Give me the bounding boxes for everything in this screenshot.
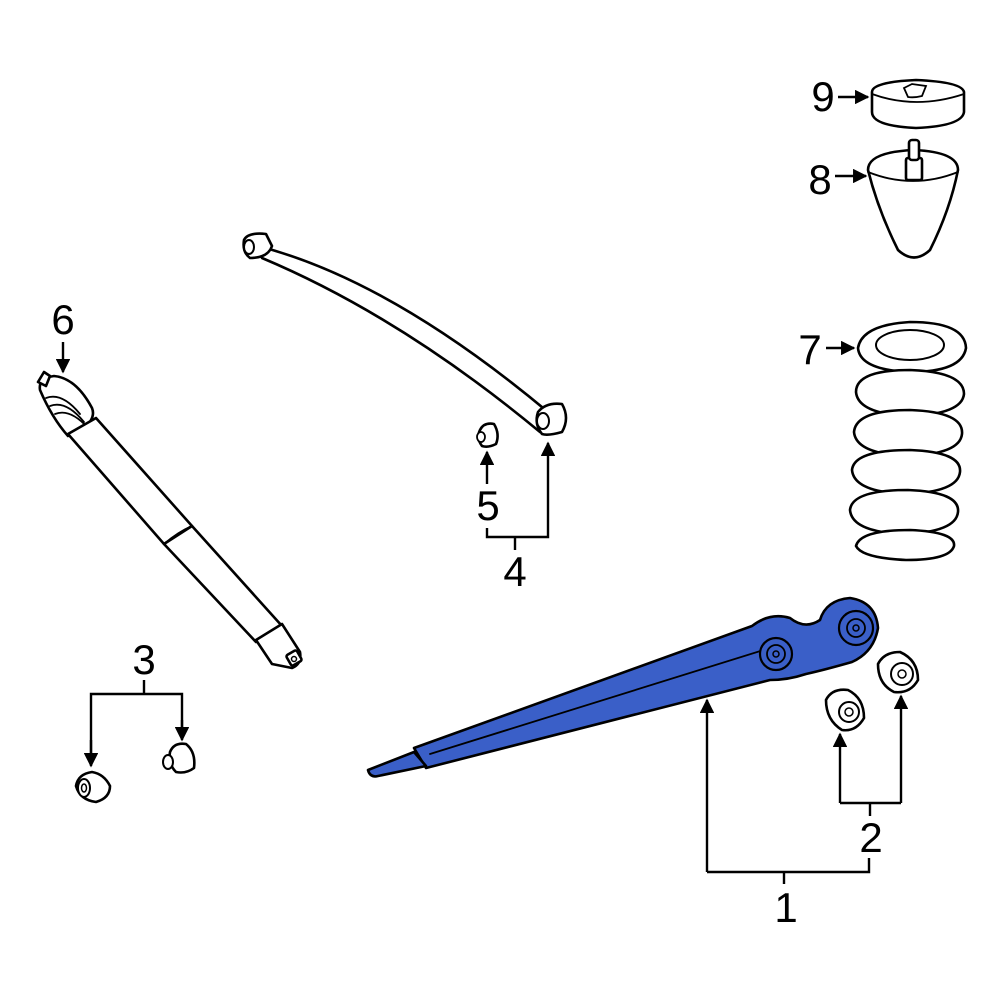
shock-bushing-right-part[interactable] [162, 742, 196, 774]
bump-stop-part[interactable] [866, 138, 960, 259]
callout-1[interactable]: 1 [774, 884, 798, 931]
upper-arm-bushing-part[interactable] [476, 422, 499, 448]
callout-2[interactable]: 2 [859, 814, 883, 861]
callout-7[interactable]: 7 [798, 326, 822, 373]
shock-absorber-part[interactable] [36, 370, 303, 670]
callout-3[interactable]: 3 [132, 636, 156, 683]
callout-9[interactable]: 9 [811, 73, 835, 120]
shock-bushing-left-part[interactable] [74, 770, 112, 804]
control-arm-bushing-left-part[interactable] [824, 688, 866, 732]
callout-6[interactable]: 6 [51, 296, 75, 343]
coil-spring-part[interactable] [848, 320, 968, 562]
upper-control-arm-part[interactable] [242, 232, 568, 436]
lower-control-arm-part[interactable] [366, 596, 880, 778]
leader-3-bracket [89, 692, 184, 758]
callout-4[interactable]: 4 [503, 548, 527, 595]
callout-5[interactable]: 5 [476, 482, 500, 529]
spring-insulator-part[interactable] [870, 78, 966, 130]
leader-4-bracket [485, 441, 556, 539]
control-arm-bushing-right-part[interactable] [876, 650, 920, 694]
leader-1-bracket [707, 858, 871, 874]
callout-8[interactable]: 8 [808, 156, 832, 203]
